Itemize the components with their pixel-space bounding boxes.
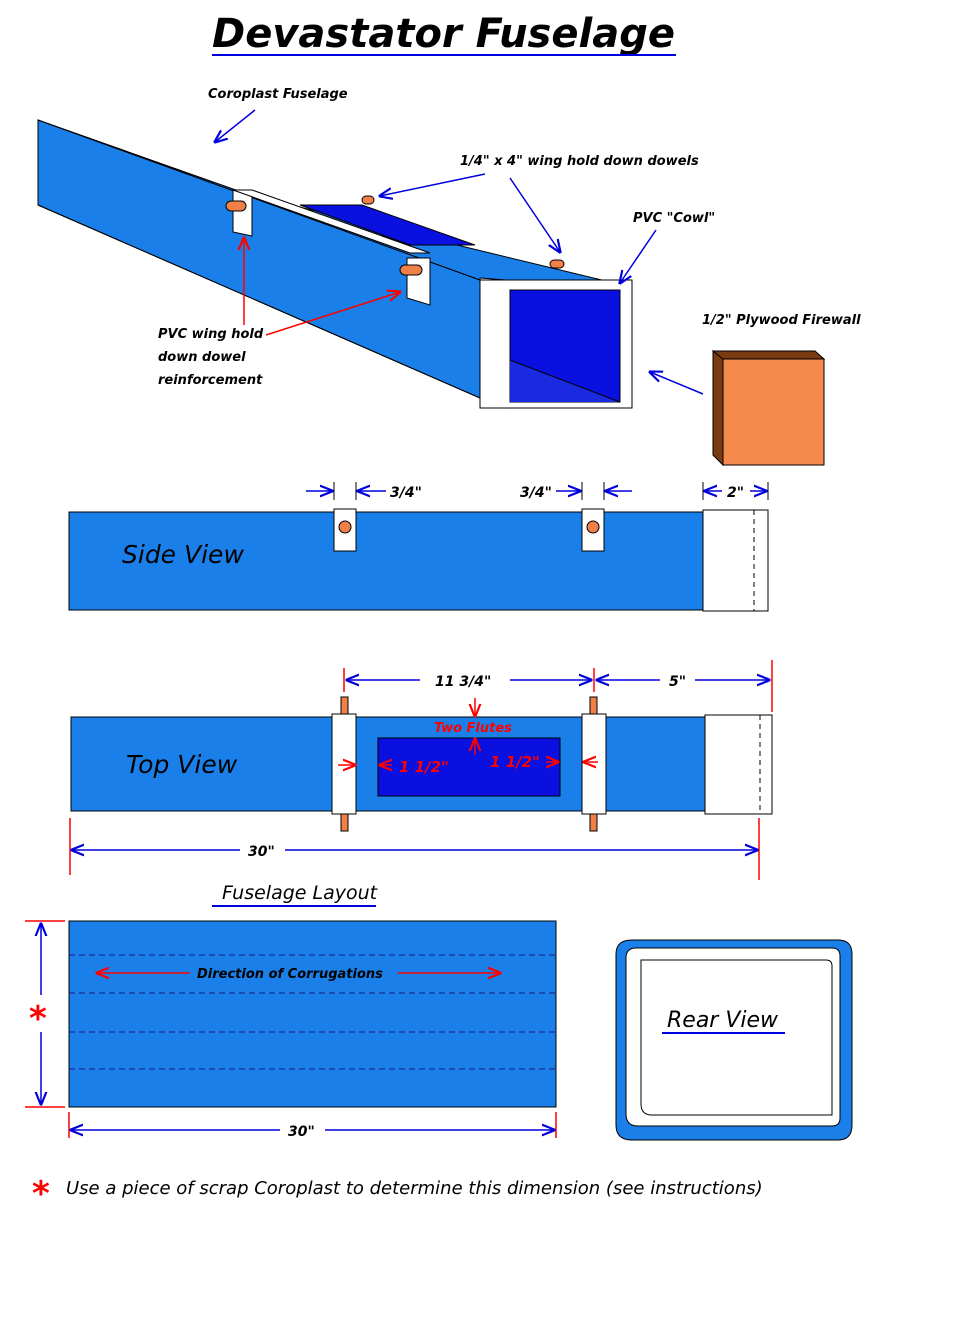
iso-saddle-rear: [232, 189, 253, 237]
iso-dowel-1: [225, 200, 247, 212]
rear-view: Rear View: [615, 939, 853, 1141]
top-dim-front: 5": [669, 674, 686, 690]
iso-dowel-2: [361, 195, 375, 205]
arrow-dowels-1: [380, 173, 486, 196]
top-cowl: [704, 714, 773, 815]
label-reinforcement-1: PVC wing hold: [158, 327, 264, 342]
top-flutes-label: Two Flutes: [434, 721, 512, 736]
top-inset-right: 1 1/2": [490, 753, 540, 771]
firewall-side: [712, 349, 724, 467]
arrow-firewall: [650, 372, 704, 395]
top-dim-length: 30": [248, 844, 275, 860]
iso-wing-hatch: [299, 204, 476, 246]
label-dowels: 1/4" x 4" wing hold down dowels: [460, 154, 699, 169]
side-view-title: Side View: [122, 540, 244, 569]
arrow-cowl: [620, 229, 657, 283]
footnote-asterisk: *: [32, 1174, 50, 1214]
layout-asterisk: *: [29, 999, 47, 1039]
page-title: Devastator Fuselage: [212, 11, 675, 57]
arrow-dowels-2: [509, 177, 560, 252]
top-saddle-1: [331, 713, 357, 815]
arrow-reinf-2: [265, 292, 400, 336]
top-inset-left: 1 1/2": [399, 758, 449, 776]
layout-corrugation-label: Direction of Corrugations: [197, 967, 383, 982]
layout-title: Fuselage Layout: [222, 882, 379, 904]
side-dim-a: 3/4": [390, 485, 422, 501]
iso-dowel-3: [399, 264, 423, 276]
rear-view-title: Rear View: [667, 1008, 779, 1033]
top-dim-span: 11 3/4": [435, 674, 491, 690]
top-view: Top View 11 3/4" 5" Two Flutes 1 1/2" 1 …: [69, 660, 773, 880]
firewall-top: [711, 350, 826, 360]
side-dim-b: 3/4": [520, 485, 552, 501]
side-dim-c: 2": [727, 485, 744, 501]
iso-fuselage: [37, 119, 633, 409]
side-dowel-1: [338, 520, 352, 534]
label-pvc-cowl: PVC "Cowl": [633, 211, 715, 226]
fuselage-layout: Fuselage Layout Direction of Corrugation…: [25, 882, 557, 1140]
label-reinforcement-3: reinforcement: [158, 373, 263, 388]
iso-dowel-4: [549, 259, 565, 269]
side-dowel-2: [586, 520, 600, 534]
arrow-coroplast: [215, 109, 256, 142]
side-cowl: [702, 509, 769, 612]
footnote-text: Use a piece of scrap Coroplast to determ…: [66, 1178, 763, 1199]
layout-sheet: [68, 920, 557, 1108]
firewall-front: [722, 358, 825, 466]
label-firewall: 1/2" Plywood Firewall: [702, 313, 861, 328]
label-reinforcement-2: down dowel: [158, 350, 246, 365]
rear-inner-lining: [640, 959, 833, 1116]
top-view-title: Top View: [126, 750, 238, 779]
layout-dim-length: 30": [288, 1124, 315, 1140]
plywood-firewall: [711, 349, 826, 467]
iso-saddle-rear-top: [232, 189, 431, 254]
top-saddle-2: [581, 713, 607, 815]
side-view: Side View 3/4" 3/4" 2": [68, 482, 769, 612]
label-coroplast-fuselage: Coroplast Fuselage: [208, 87, 348, 102]
